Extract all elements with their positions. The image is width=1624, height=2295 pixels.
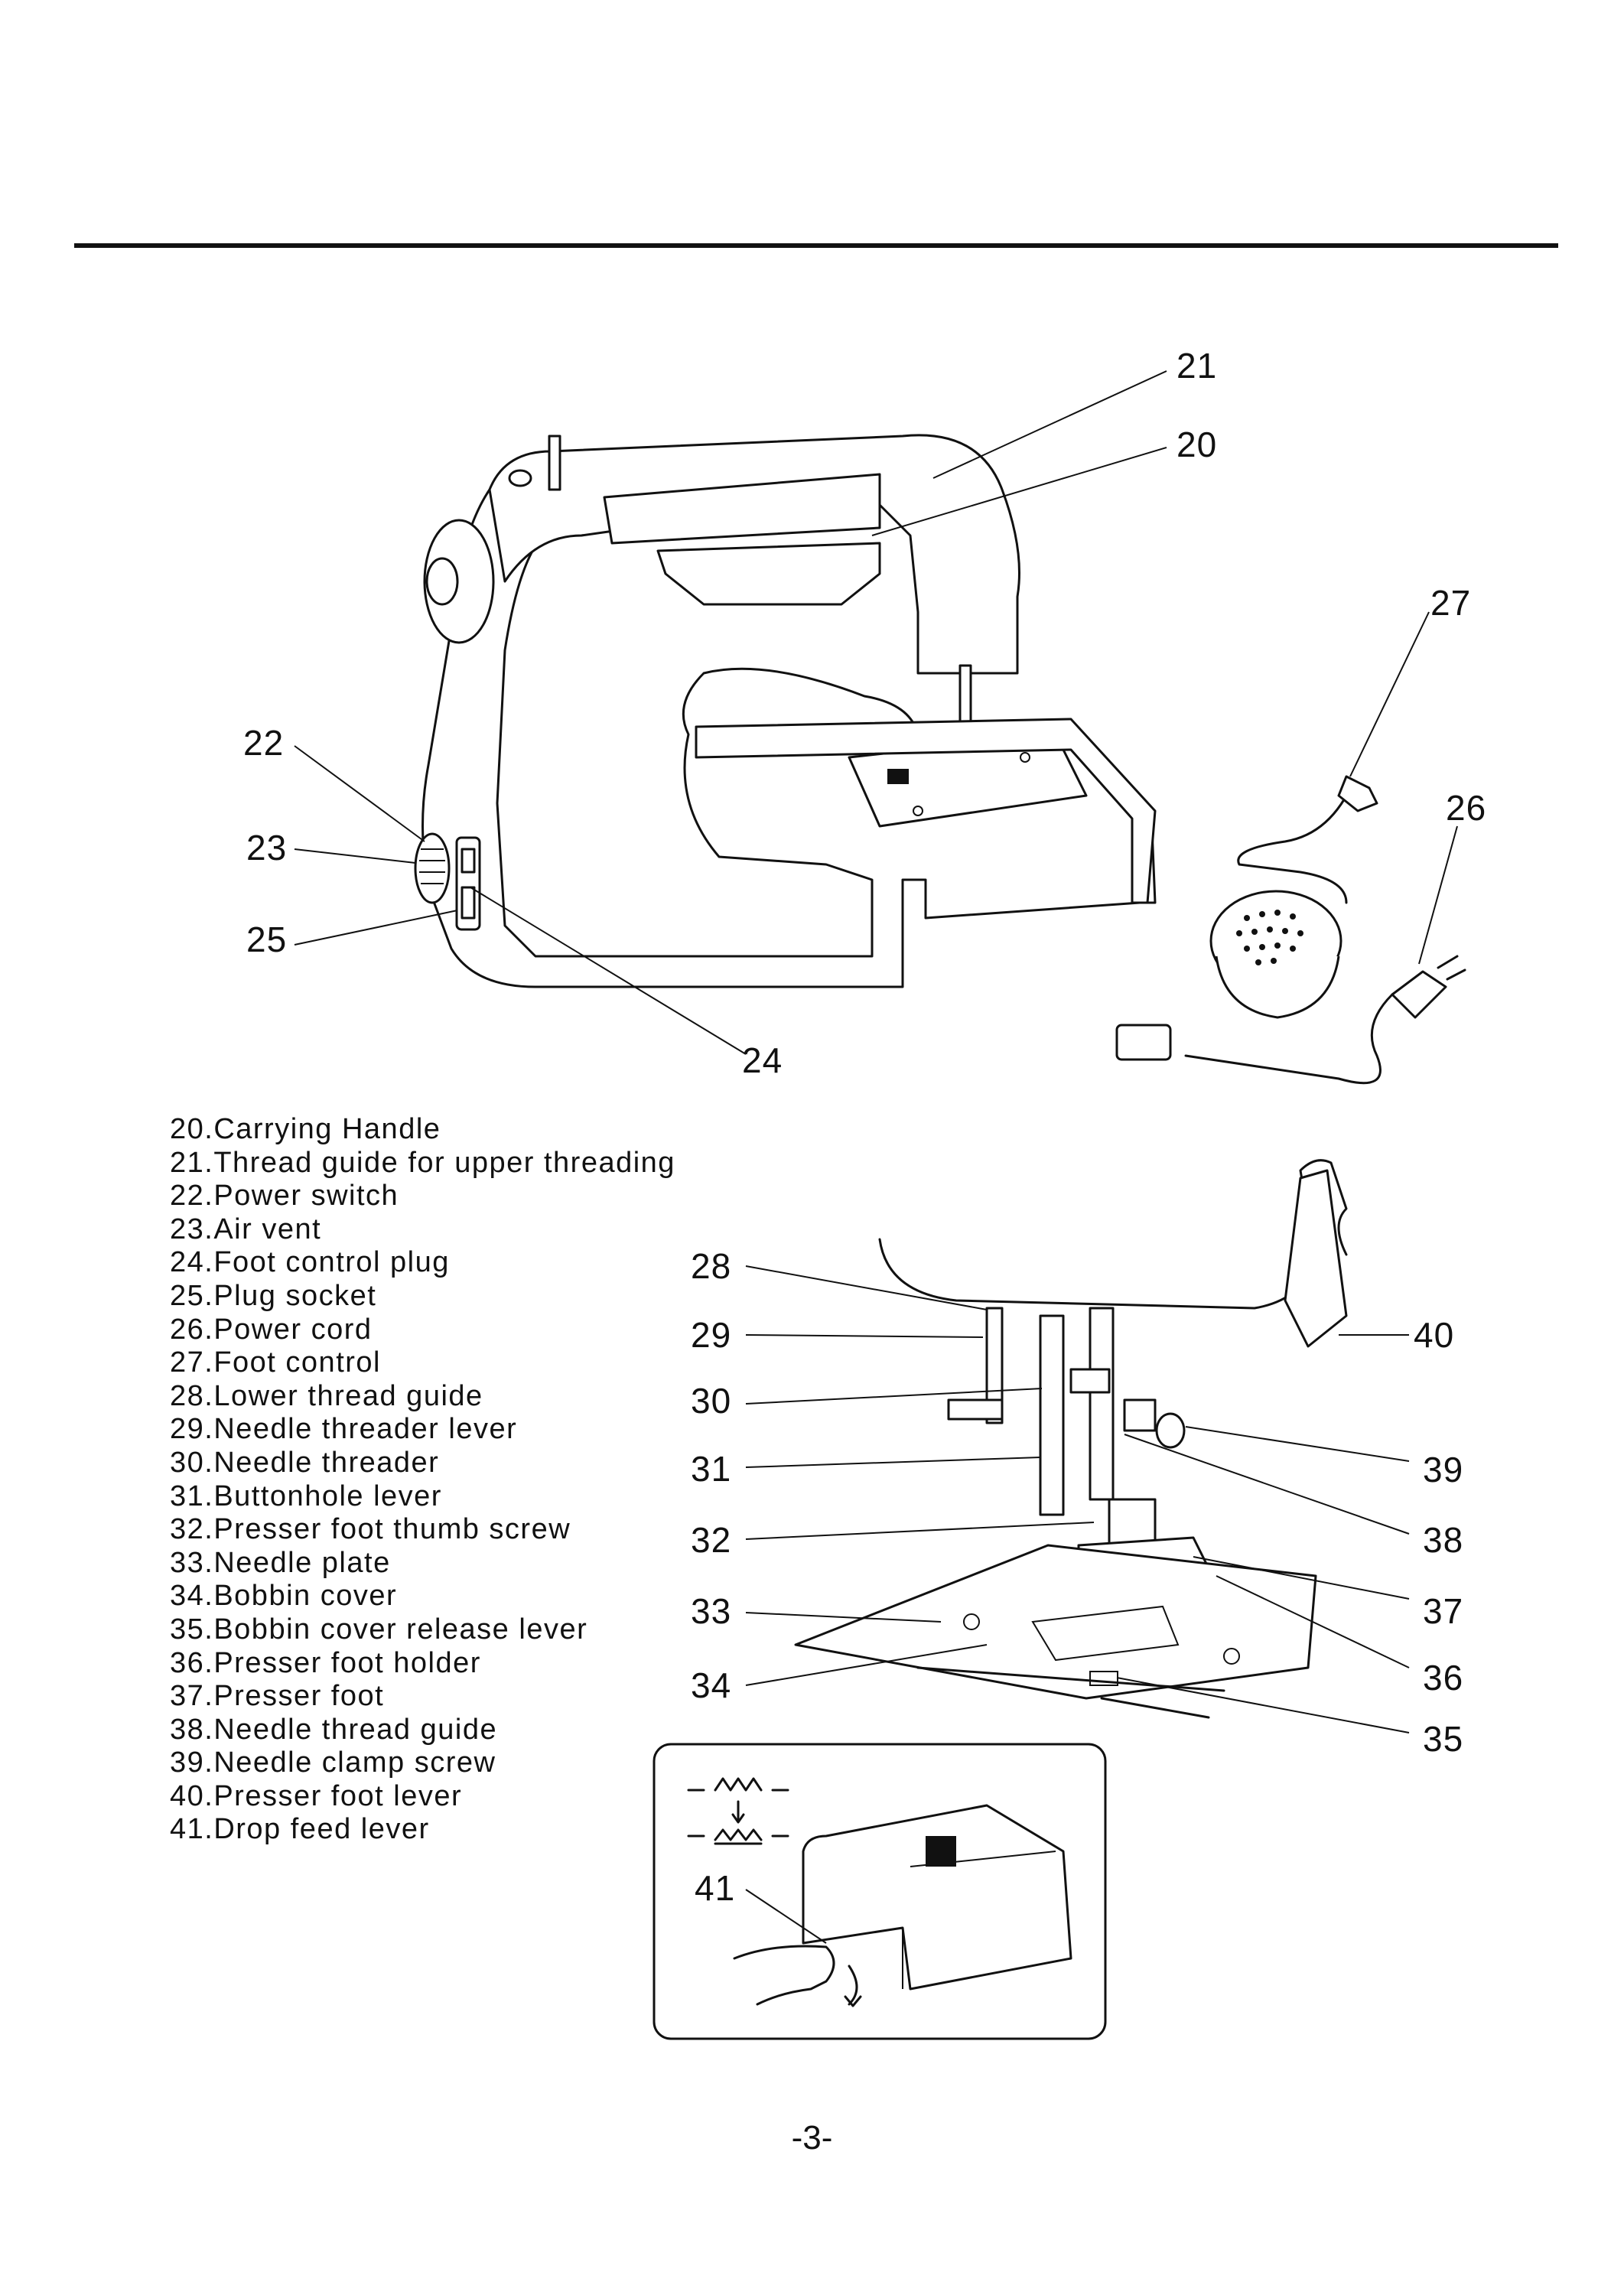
callout-26: 26	[1446, 788, 1487, 828]
callout-34: 34	[691, 1665, 732, 1705]
legend-item: 36.Presser foot holder	[170, 1646, 481, 1679]
legend-item: 31.Buttonhole lever	[170, 1480, 442, 1512]
legend-item: 38.Needle thread guide	[170, 1713, 498, 1746]
foot-control-illustration	[1115, 775, 1466, 1085]
callout-33: 33	[691, 1591, 732, 1631]
callout-30: 30	[691, 1381, 732, 1421]
callout-41: 41	[695, 1868, 736, 1908]
legend-item: 28.Lower thread guide	[170, 1379, 483, 1412]
callout-28: 28	[691, 1246, 732, 1286]
callout-35: 35	[1423, 1719, 1464, 1759]
sewing-machine-illustration	[414, 434, 1157, 988]
legend-item: 41.Drop feed lever	[170, 1813, 430, 1846]
parts-legend: 20.Carrying Handle 21.Thread guide for u…	[170, 1113, 675, 1847]
callout-40: 40	[1414, 1315, 1455, 1355]
callout-29: 29	[691, 1315, 732, 1355]
legend-item: 25.Plug socket	[170, 1279, 377, 1312]
callout-37: 37	[1423, 1591, 1464, 1631]
drop-feed-inset	[653, 1743, 1107, 2040]
callout-36: 36	[1423, 1658, 1464, 1698]
callout-31: 31	[691, 1449, 732, 1489]
legend-item: 22.Power switch	[170, 1180, 399, 1213]
callout-39: 39	[1423, 1450, 1464, 1489]
leader-lines	[294, 370, 1458, 1944]
legend-item: 24.Foot control plug	[170, 1246, 450, 1279]
callout-23: 23	[246, 828, 288, 868]
callout-22: 22	[243, 723, 285, 763]
callout-20: 20	[1177, 425, 1218, 464]
legend-item: 20.Carrying Handle	[170, 1113, 441, 1145]
callout-24: 24	[742, 1040, 783, 1080]
page-number: -3-	[791, 2119, 833, 2157]
legend-item: 29.Needle threader lever	[170, 1413, 518, 1446]
legend-item: 33.Needle plate	[170, 1546, 391, 1579]
legend-item: 27.Foot control	[170, 1346, 381, 1379]
callout-32: 32	[691, 1520, 732, 1560]
legend-item: 37.Presser foot	[170, 1680, 385, 1713]
legend-item: 34.Bobbin cover	[170, 1580, 398, 1613]
legend-item: 35.Bobbin cover release lever	[170, 1613, 588, 1646]
legend-item: 26.Power cord	[170, 1313, 373, 1346]
legend-item: 30.Needle threader	[170, 1446, 440, 1479]
legend-item: 40.Presser foot lever	[170, 1779, 463, 1812]
legend-item: 23.Air vent	[170, 1213, 322, 1245]
callout-27: 27	[1430, 583, 1472, 623]
header-rule	[74, 243, 1558, 248]
needle-area-illustration	[794, 1159, 1348, 1719]
callout-21: 21	[1177, 346, 1218, 386]
legend-item: 21.Thread guide for upper threading	[170, 1146, 675, 1179]
legend-item: 39.Needle clamp screw	[170, 1746, 496, 1779]
callout-25: 25	[246, 920, 288, 959]
legend-item: 32.Presser foot thumb screw	[170, 1513, 571, 1546]
callout-38: 38	[1423, 1520, 1464, 1560]
